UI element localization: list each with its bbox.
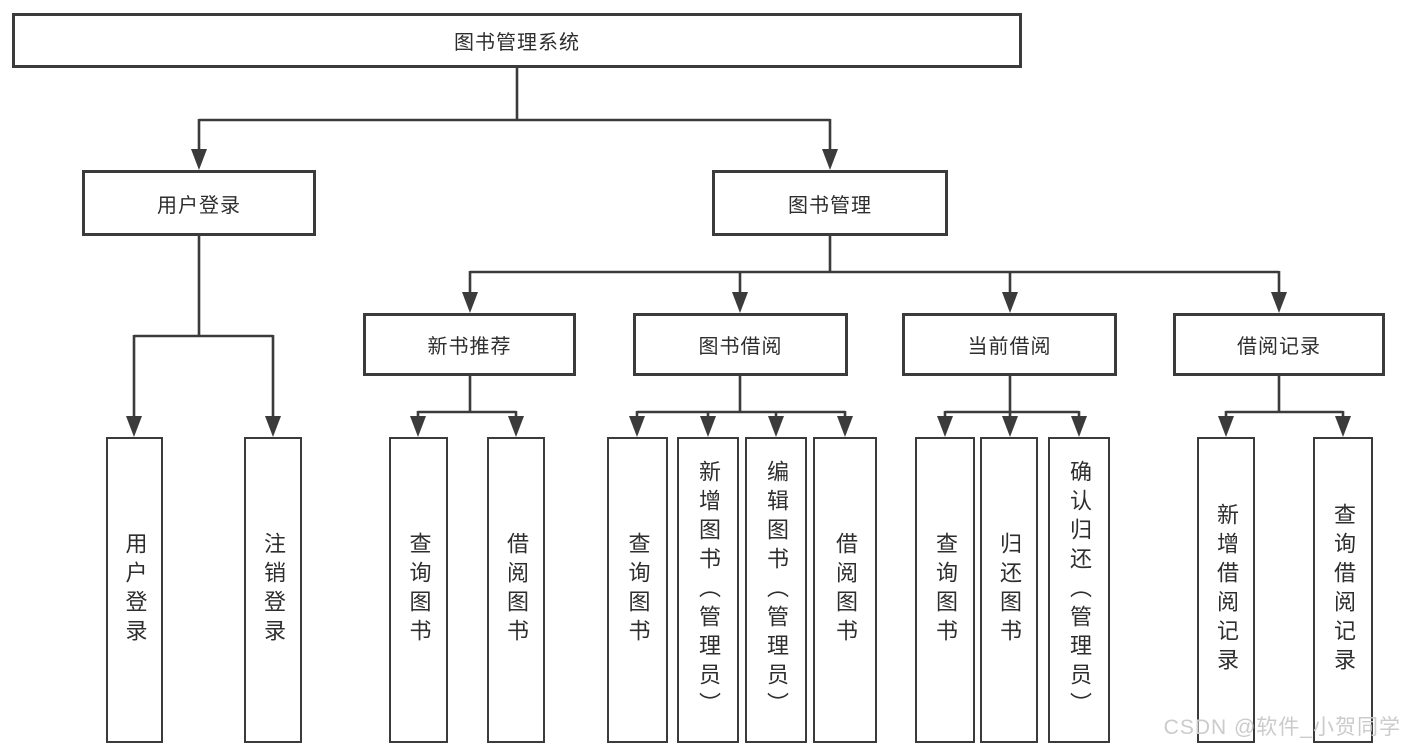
node-new-book-recommend-label: 新书推荐 xyxy=(427,336,512,358)
node-new-book-recommend: 新书推荐 xyxy=(363,313,576,376)
leaf-logout: 注销登录 xyxy=(244,437,302,743)
leaf-query-books-borrowing-label: 查询图书 xyxy=(625,532,651,648)
leaf-confirm-return-admin: 确认归还（管理员） xyxy=(1048,437,1110,743)
node-root-label: 图书管理系统 xyxy=(454,32,580,54)
leaf-logout-label: 注销登录 xyxy=(261,532,286,648)
node-borrowing-records-label: 借阅记录 xyxy=(1237,336,1321,358)
leaf-edit-book-admin-label: 编辑图书（管理员） xyxy=(764,459,789,721)
node-book-management-branch-label: 图书管理 xyxy=(788,194,872,217)
leaf-query-books-current-label: 查询图书 xyxy=(933,532,958,648)
leaf-borrow-books-recommend-label: 借阅图书 xyxy=(504,532,529,648)
leaf-borrow-books-recommend: 借阅图书 xyxy=(487,437,545,743)
leaf-return-book-label: 归还图书 xyxy=(997,532,1022,648)
leaf-add-borrow-record-label: 新增借阅记录 xyxy=(1214,503,1239,677)
leaf-confirm-return-admin-label: 确认归还（管理员） xyxy=(1067,459,1092,721)
node-current-borrowing-label: 当前借阅 xyxy=(967,336,1052,358)
node-user-login-branch: 用户登录 xyxy=(82,170,316,236)
leaf-query-books-recommend-label: 查询图书 xyxy=(406,532,432,648)
leaf-borrow-books-borrowing: 借阅图书 xyxy=(813,437,877,743)
leaf-add-book-admin-label: 新增图书（管理员） xyxy=(696,459,721,721)
node-book-borrowing-label: 图书借阅 xyxy=(698,336,783,358)
leaf-return-book: 归还图书 xyxy=(980,437,1038,743)
leaf-user-login-label: 用户登录 xyxy=(122,532,148,648)
leaf-query-borrow-record-label: 查询借阅记录 xyxy=(1331,503,1356,677)
leaf-edit-book-admin: 编辑图书（管理员） xyxy=(745,437,807,743)
node-borrowing-records: 借阅记录 xyxy=(1173,313,1385,376)
node-current-borrowing: 当前借阅 xyxy=(902,313,1117,376)
leaf-add-borrow-record: 新增借阅记录 xyxy=(1197,437,1255,743)
arrowheads xyxy=(126,149,1351,437)
leaf-query-books-recommend: 查询图书 xyxy=(389,437,448,743)
node-book-borrowing: 图书借阅 xyxy=(633,313,848,376)
leaf-query-books-borrowing: 查询图书 xyxy=(607,437,668,743)
csdn-watermark: CSDN @软件_小贺同学 xyxy=(1163,716,1401,739)
node-book-management-branch: 图书管理 xyxy=(712,170,948,236)
leaf-borrow-books-borrowing-label: 借阅图书 xyxy=(833,532,858,648)
leaf-query-borrow-record: 查询借阅记录 xyxy=(1313,437,1373,743)
node-user-login-branch-label: 用户登录 xyxy=(157,194,241,217)
leaf-user-login: 用户登录 xyxy=(106,437,163,743)
leaf-query-books-current: 查询图书 xyxy=(915,437,975,743)
node-root: 图书管理系统 xyxy=(12,13,1022,68)
leaf-add-book-admin: 新增图书（管理员） xyxy=(677,437,739,743)
